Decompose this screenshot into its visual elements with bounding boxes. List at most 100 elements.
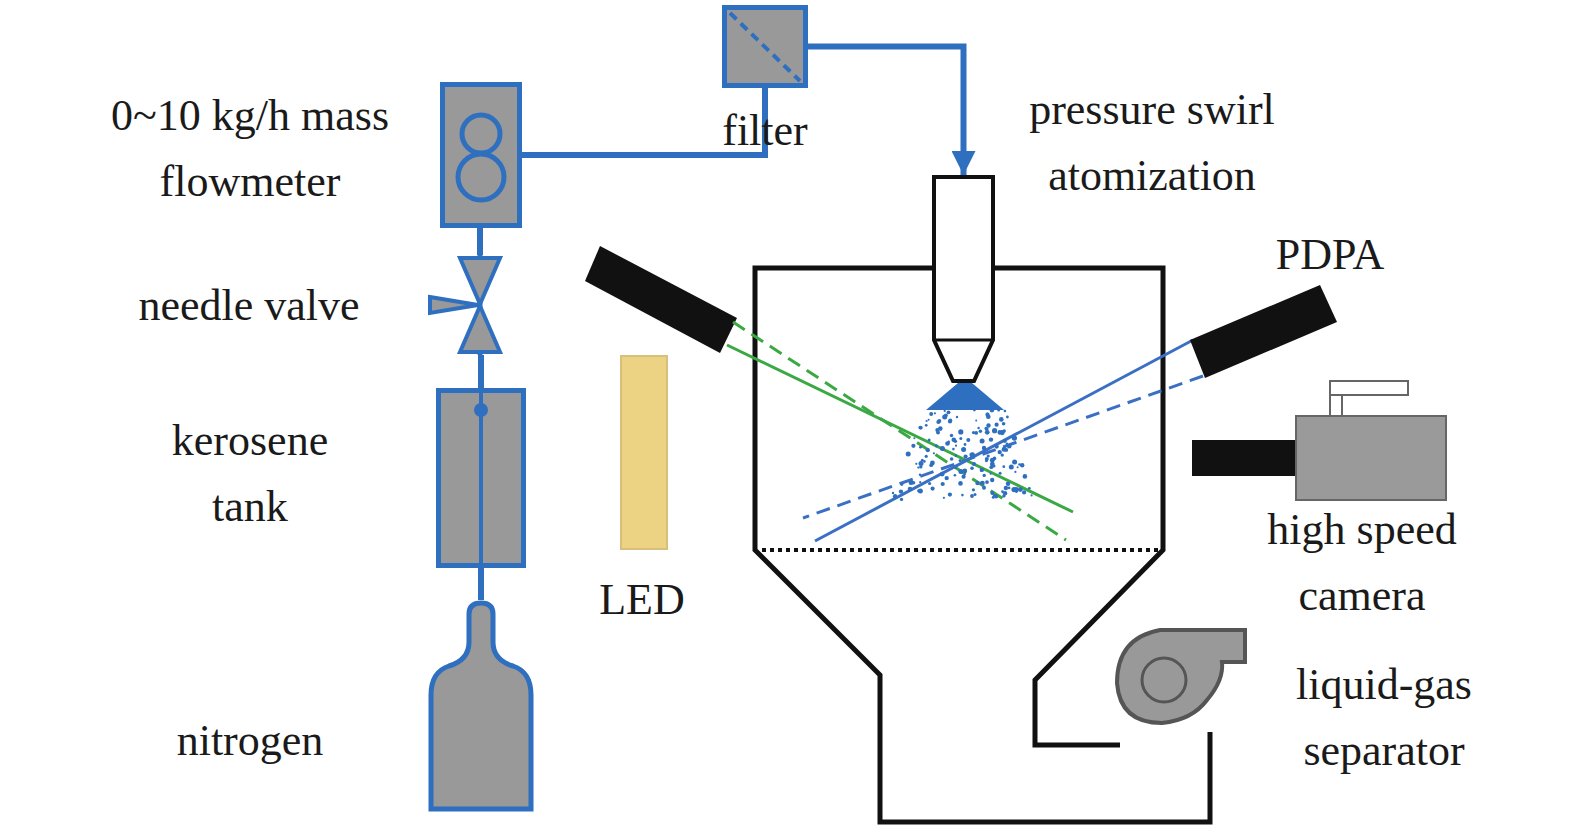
droplet <box>998 450 1002 454</box>
droplet <box>992 496 995 499</box>
droplet <box>995 423 999 427</box>
droplet <box>944 410 946 412</box>
led-light: LED <box>620 355 668 550</box>
pdpa-transmitter <box>585 246 737 353</box>
droplet <box>970 494 974 498</box>
droplet <box>974 493 977 496</box>
droplet <box>899 489 903 493</box>
droplet <box>997 409 1000 412</box>
droplet <box>980 468 984 472</box>
droplet <box>999 417 1004 422</box>
pdpa-probe: PDPA <box>1190 285 1337 378</box>
droplet <box>973 409 976 412</box>
droplet <box>977 427 979 429</box>
droplet <box>974 431 978 435</box>
droplet <box>1003 439 1007 443</box>
droplet <box>945 441 950 446</box>
droplet <box>950 457 954 461</box>
droplet <box>928 482 931 485</box>
droplet <box>1009 464 1014 469</box>
nozzle-edge <box>934 339 993 342</box>
droplet <box>966 438 970 442</box>
laser-beam <box>727 345 1073 512</box>
droplet <box>1008 487 1011 490</box>
droplet <box>1006 416 1009 419</box>
separator-volute <box>1117 630 1245 723</box>
droplet <box>900 490 903 493</box>
droplet <box>925 424 928 427</box>
droplet <box>993 457 997 461</box>
droplet <box>943 497 945 499</box>
node-shape <box>620 355 668 550</box>
droplet <box>958 481 963 486</box>
valve-body <box>460 258 500 304</box>
droplet <box>925 455 928 458</box>
pipe-connector <box>478 568 484 600</box>
pipe-connector <box>808 47 964 176</box>
camera-handle <box>1330 381 1408 395</box>
node-shape <box>428 600 534 812</box>
droplet <box>901 483 904 486</box>
filter-element <box>730 13 800 81</box>
kerosene-tank: kerosene tank <box>436 388 526 568</box>
droplet <box>1004 410 1007 413</box>
droplet <box>961 447 966 452</box>
droplet <box>1002 465 1005 468</box>
droplet <box>959 437 962 440</box>
camera-body <box>1296 416 1446 500</box>
pipe-connector <box>478 355 484 388</box>
droplet <box>980 439 985 444</box>
node-label: PDPA <box>1245 222 1415 288</box>
camera-lens <box>1192 440 1296 476</box>
droplet <box>987 454 990 457</box>
needle-valve: needle valve <box>440 255 520 355</box>
droplet <box>917 490 920 493</box>
flowmeter-loop <box>462 115 500 153</box>
droplet <box>1017 466 1019 468</box>
droplet <box>919 481 921 483</box>
droplet <box>995 445 999 449</box>
droplet <box>1023 474 1028 479</box>
droplet <box>911 444 915 448</box>
droplet <box>918 426 922 430</box>
droplet <box>956 416 958 418</box>
node-label: nitrogen <box>125 708 375 774</box>
node-label: liquid-gas separator <box>1264 652 1504 784</box>
flowmeter-loop <box>458 154 504 200</box>
led-panel <box>621 356 667 549</box>
droplet <box>980 481 985 486</box>
filter-box: filter <box>722 5 808 88</box>
nitrogen-bottle <box>431 603 531 809</box>
droplet <box>971 452 975 456</box>
droplet <box>982 446 986 450</box>
droplet <box>959 459 962 462</box>
droplet <box>982 486 986 490</box>
droplet <box>919 474 921 476</box>
droplet <box>975 481 979 485</box>
droplet <box>919 426 923 430</box>
droplet <box>926 448 930 452</box>
droplet <box>964 473 966 475</box>
droplet <box>942 414 947 419</box>
droplet <box>940 472 945 477</box>
droplet <box>933 452 935 454</box>
droplet <box>1004 448 1008 452</box>
node-label: needle valve <box>84 273 414 339</box>
pdpa-receiver <box>1190 285 1337 378</box>
droplet <box>941 482 945 486</box>
droplet <box>952 438 957 443</box>
droplet <box>919 446 922 449</box>
droplet <box>1012 460 1017 465</box>
separator-hub <box>1142 658 1186 702</box>
droplet <box>958 429 963 434</box>
droplet <box>909 480 914 485</box>
droplet <box>937 419 941 423</box>
droplet <box>964 443 967 446</box>
node-label: LED <box>582 567 702 633</box>
droplet <box>972 462 976 466</box>
node-label: filter <box>685 98 845 164</box>
droplet <box>929 463 933 467</box>
camera-mount <box>1330 395 1342 416</box>
droplet <box>992 428 997 433</box>
